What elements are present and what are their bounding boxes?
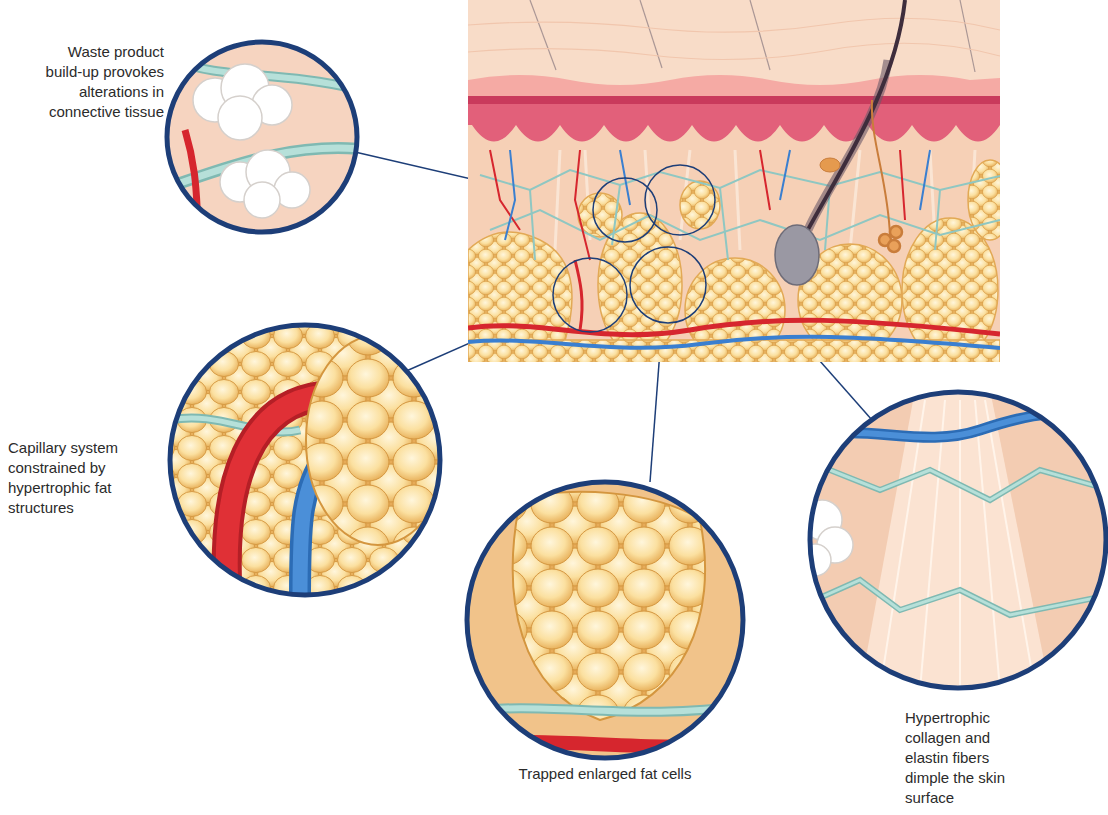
skin-cross-section — [468, 0, 1000, 362]
zoom-circle — [799, 390, 1108, 690]
callout-label: Trapped enlarged fat cells — [455, 764, 755, 784]
callout-label: Hypertrophic collagen and elastin fibers… — [905, 708, 1037, 808]
zoom-circle — [160, 40, 370, 240]
zoom-circle — [165, 320, 450, 600]
callout-label: Waste product build-up provokes alterati… — [40, 42, 164, 122]
zoom-circle — [465, 480, 745, 760]
callout-label: Capillary system constrained by hypertro… — [8, 438, 166, 518]
